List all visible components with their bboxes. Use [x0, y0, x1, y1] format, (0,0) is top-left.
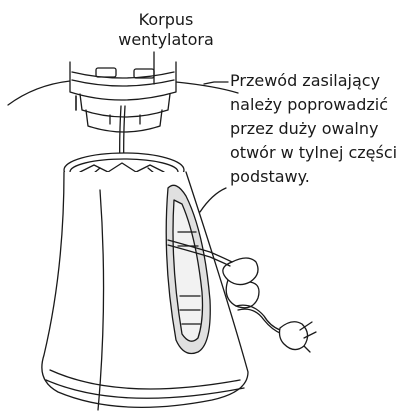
cable-note-line5: podstawy. — [230, 165, 410, 189]
power-plug — [280, 322, 317, 352]
fan-housing — [70, 62, 176, 132]
cable-note-line2: należy poprowadzić — [230, 93, 410, 117]
cable-note-line4: otwór w tylnej części — [230, 141, 410, 165]
housing-label: Korpus wentylatora — [96, 10, 236, 50]
shroud-curve — [8, 81, 72, 105]
cable-note-line1: Przewód zasilający — [230, 69, 410, 93]
base-body — [42, 172, 248, 407]
cable-note-label: Przewód zasilający należy poprowadzić pr… — [230, 69, 410, 189]
leader-cable — [204, 82, 228, 84]
housing-label-line1: Korpus — [96, 10, 236, 30]
housing-label-line2: wentylatora — [96, 30, 236, 50]
cable-note-line3: przez duży owalny — [230, 117, 410, 141]
leader-cable-2 — [200, 188, 226, 212]
